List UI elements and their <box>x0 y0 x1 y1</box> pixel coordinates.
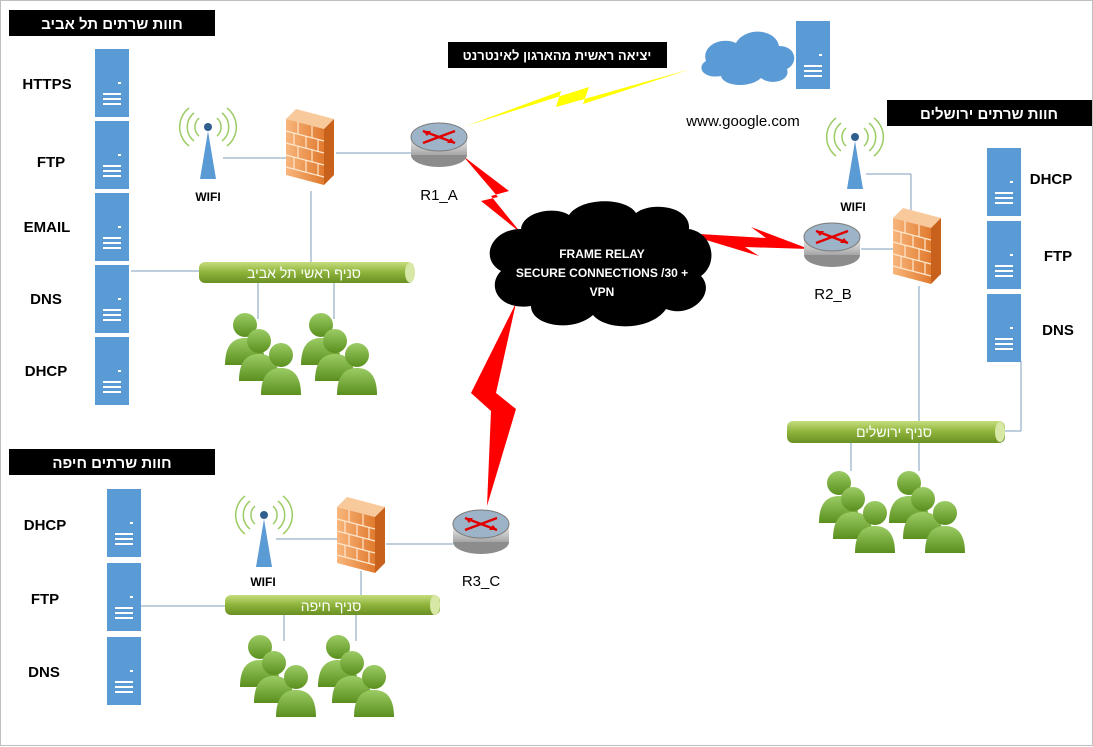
users-group-icon <box>225 313 301 395</box>
firewall-tel-aviv-icon <box>285 108 335 186</box>
users-group-icon <box>889 471 965 553</box>
internet-link <box>466 69 691 126</box>
cloud-text-line: SECURE CONNECTIONS /30 + <box>516 266 688 280</box>
branch-label: סניף חיפה <box>301 598 362 614</box>
wifi-jerusalem-icon <box>825 117 885 190</box>
users-group-icon <box>819 471 895 553</box>
router-r2-icon <box>802 221 862 269</box>
wifi-tel-aviv-icon <box>178 107 238 180</box>
title-bar <box>9 449 215 475</box>
users-group-icon <box>318 635 394 717</box>
pipe-tel-aviv <box>199 262 415 283</box>
server-label: DNS <box>28 664 60 681</box>
server-label: EMAIL <box>24 219 71 236</box>
router-label: R1_A <box>420 187 458 204</box>
server-dhcp-icon <box>107 489 141 557</box>
internet-server-icon <box>796 21 830 89</box>
r3-wan-link <box>471 303 516 506</box>
server-label: FTP <box>37 154 65 171</box>
title-bar <box>9 10 215 36</box>
server-ftp-icon <box>107 563 141 631</box>
server-dns-icon <box>987 294 1021 362</box>
internet-label: www.google.com <box>685 113 799 130</box>
firewall-haifa-icon <box>336 496 386 574</box>
title-tel-aviv: חוות שרתים תל אביב <box>41 16 183 33</box>
server-label: HTTPS <box>22 76 71 93</box>
branch-label: סניף ראשי תל אביב <box>247 265 361 281</box>
users-group-icon <box>301 313 377 395</box>
server-label: DHCP <box>1030 171 1073 188</box>
server-dhcp-icon <box>987 148 1021 216</box>
title-bar <box>887 100 1092 126</box>
cloud-text-line: VPN <box>590 285 615 299</box>
pipe-jerusalem <box>787 421 1005 443</box>
internet-cloud <box>701 31 795 85</box>
firewall-jerusalem-icon <box>892 207 942 285</box>
router-r1-icon <box>409 121 469 169</box>
title-bar <box>448 42 667 68</box>
server-dns-icon <box>107 637 141 705</box>
server-label: DHCP <box>24 517 67 534</box>
connection-lines <box>131 152 1022 641</box>
server-email-icon <box>95 193 129 261</box>
cloud-text-line: FRAME RELAY <box>559 247 645 261</box>
router-label: R3_C <box>462 573 501 590</box>
title-jerusalem: חוות שרתים ירושלים <box>920 106 1058 123</box>
r2-wan-link <box>683 227 809 256</box>
title-internet-exit: יציאה ראשית מהארגון לאינטרנט <box>463 48 652 63</box>
pipe-haifa <box>225 595 440 615</box>
router-r3-icon <box>451 508 511 556</box>
title-haifa: חוות שרתים חיפה <box>52 455 171 472</box>
branch-label: סניף ירושלים <box>856 424 932 440</box>
server-label: DNS <box>1042 322 1074 339</box>
server-dns-icon <box>95 265 129 333</box>
wifi-label: WIFI <box>195 190 220 204</box>
server-label: DNS <box>30 291 62 308</box>
server-ftp-icon <box>987 221 1021 289</box>
server-dhcp-icon <box>95 337 129 405</box>
server-label: FTP <box>31 591 59 608</box>
wifi-label: WIFI <box>840 200 865 214</box>
server-ftp-icon <box>95 121 129 189</box>
users-group-icon <box>240 635 316 717</box>
server-label: FTP <box>1044 248 1072 265</box>
router-label: R2_B <box>814 286 852 303</box>
wifi-haifa-icon <box>234 495 294 568</box>
wifi-label: WIFI <box>250 575 275 589</box>
server-https-icon <box>95 49 129 117</box>
server-label: DHCP <box>25 363 68 380</box>
frame-relay-cloud <box>489 201 712 327</box>
r1-wan-link <box>463 156 521 233</box>
